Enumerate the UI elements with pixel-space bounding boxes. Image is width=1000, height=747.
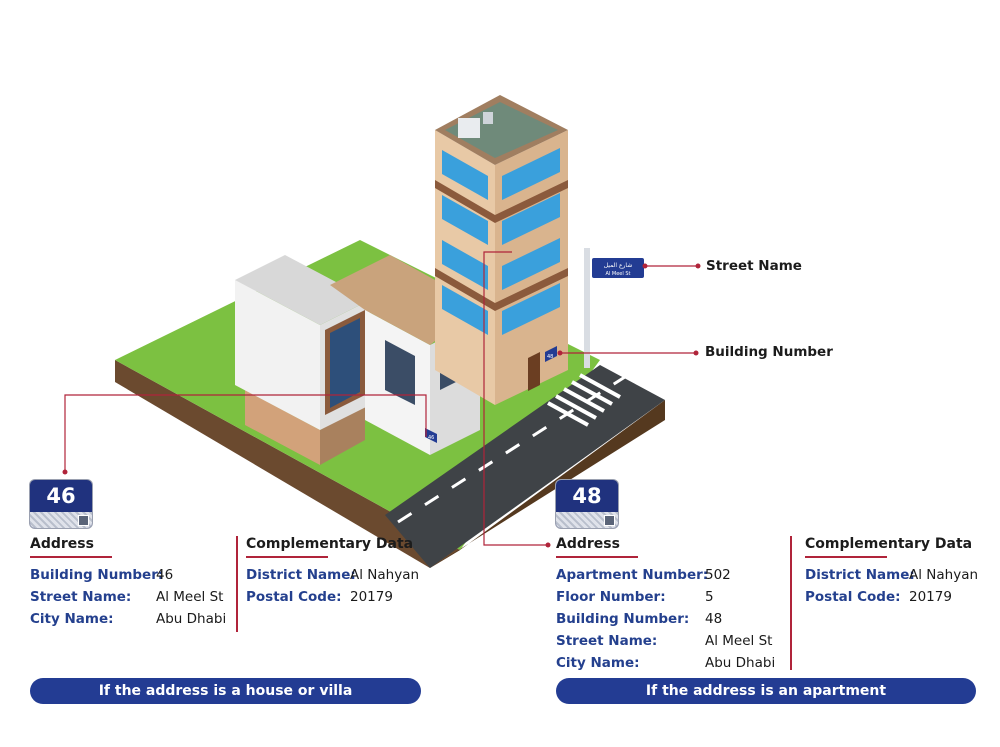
house-caption: If the address is a house or villa: [30, 678, 421, 704]
house-number-plate: 46: [30, 480, 92, 528]
house-plate-number: 46: [46, 484, 76, 508]
house-complementary-list: District Name:Al Nahyan Postal Code:2017…: [246, 564, 420, 608]
list-item: Building Number:48: [556, 611, 723, 627]
list-item: Building Number:46: [30, 567, 174, 583]
villa-door-plate: 46: [428, 435, 434, 441]
crosswalk: [547, 373, 621, 427]
apartment-complementary-rule: [805, 556, 887, 558]
house-complementary-rule: [246, 556, 328, 558]
building-number-callout: Building Number: [705, 344, 833, 360]
list-item: Street Name:Al Meel St: [556, 633, 773, 649]
street-sign-english: Al Meel St: [606, 271, 631, 277]
street-sign: شارع الميل Al Meel St: [584, 248, 644, 368]
house-address-title: Address: [30, 536, 94, 552]
list-item: City Name:Abu Dhabi: [556, 655, 776, 671]
apartment-divider: [790, 536, 792, 670]
house-divider: [236, 536, 238, 632]
list-item: Street Name:Al Meel St: [30, 589, 224, 605]
list-item: District Name:Al Nahyan: [805, 567, 979, 583]
qr-code-icon: [78, 515, 89, 526]
connector-lines: [64, 251, 698, 546]
list-item: Floor Number:5: [556, 589, 714, 605]
apartment-complementary-title: Complementary Data: [805, 536, 973, 552]
apartment-address-rule: [556, 556, 638, 558]
list-item: Apartment Number:502: [556, 567, 731, 583]
apartment-address-list: Apartment Number:502 Floor Number:5 Buil…: [556, 564, 776, 674]
apartment-complementary-list: District Name:Al Nahyan Postal Code:2017…: [805, 564, 979, 608]
street-sign-arabic: شارع الميل: [604, 262, 633, 269]
apartment-address-title: Address: [556, 536, 620, 552]
qr-code-icon: [604, 515, 615, 526]
plate-pattern: [30, 512, 92, 528]
plate-pattern: [556, 512, 618, 528]
list-item: City Name:Abu Dhabi: [30, 611, 227, 627]
list-item: Postal Code:20179: [805, 589, 952, 605]
street-name-callout: Street Name: [706, 258, 802, 274]
connector-dots: [62, 263, 701, 548]
list-item: Postal Code:20179: [246, 589, 393, 605]
apartment-caption: If the address is an apartment: [556, 678, 976, 704]
tower-door-plate: 48: [547, 354, 553, 360]
road: [385, 365, 665, 568]
apartment-number-plate: 48: [556, 480, 618, 528]
list-item: District Name:Al Nahyan: [246, 567, 420, 583]
house-complementary-title: Complementary Data: [246, 536, 414, 552]
apartment-tower: 48: [435, 95, 568, 405]
house-address-rule: [30, 556, 112, 558]
house-address-list: Building Number:46 Street Name:Al Meel S…: [30, 564, 227, 630]
apartment-plate-number: 48: [572, 484, 602, 508]
